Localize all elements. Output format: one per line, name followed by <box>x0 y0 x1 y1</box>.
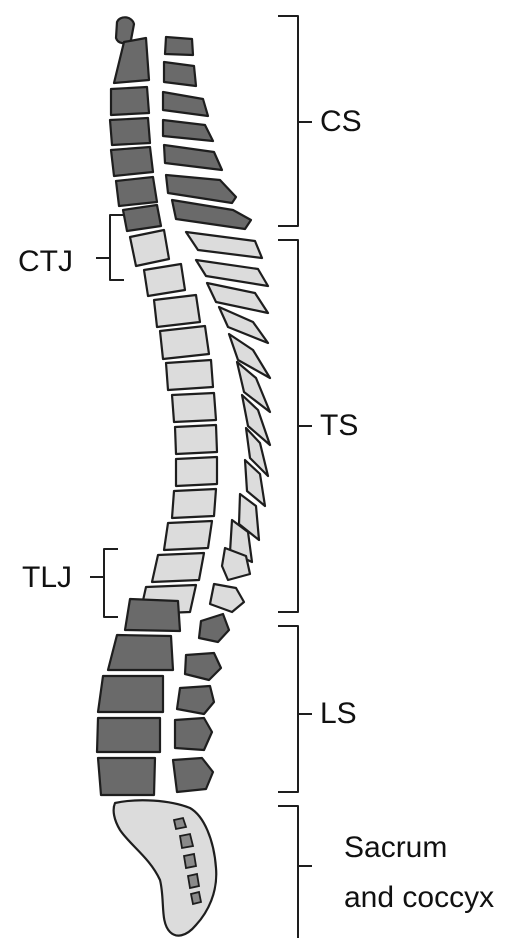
vertebra-t9 <box>172 489 216 518</box>
process-c5 <box>163 120 213 141</box>
vertebra-t6 <box>172 393 216 422</box>
sacral-foramen-4 <box>188 874 199 888</box>
sacrum <box>114 800 217 935</box>
vertebra-l5 <box>98 758 155 795</box>
vertebra-c4 <box>110 118 150 145</box>
process-l2 <box>185 653 221 680</box>
process-c6 <box>164 145 222 170</box>
vertebra-t10 <box>164 521 212 550</box>
vertebra-c3 <box>111 87 149 115</box>
bracket-ls <box>278 626 312 792</box>
bracket-cs <box>278 16 312 226</box>
label-tlj: TLJ <box>22 558 72 598</box>
vertebra-t2 <box>144 264 185 296</box>
label-sacrum: Sacrum <box>344 828 447 868</box>
bracket-ctj <box>96 215 124 280</box>
sacral-foramen-5 <box>191 892 201 904</box>
bracket-sacrum <box>278 806 312 938</box>
process-l1 <box>199 614 229 642</box>
lumbar-vertebrae <box>97 599 229 795</box>
process-t0 <box>172 200 251 229</box>
process-l3 <box>177 686 214 714</box>
vertebra-l2 <box>108 635 173 670</box>
vertebra-c1 <box>116 17 134 43</box>
sacral-foramen-1 <box>174 818 186 829</box>
process-t3 <box>207 283 268 313</box>
process-l5 <box>173 758 213 792</box>
thoracic-vertebrae <box>130 230 270 614</box>
vertebra-l3 <box>98 676 163 712</box>
label-ls: LS <box>320 694 357 734</box>
vertebra-t4 <box>160 326 209 359</box>
label-ctj: CTJ <box>18 242 73 282</box>
label-coccyx: and coccyx <box>344 878 494 918</box>
sacrum-and-coccyx <box>114 800 217 935</box>
process-t1 <box>186 232 262 258</box>
vertebra-l1 <box>125 599 180 631</box>
vertebra-c7 <box>123 205 161 231</box>
vertebra-c5 <box>111 147 153 176</box>
process-c4 <box>163 92 208 116</box>
vertebra-t5 <box>166 360 213 390</box>
process-c3 <box>164 62 196 86</box>
process-l4 <box>175 718 212 750</box>
bracket-ts <box>278 240 312 612</box>
process-t13 <box>210 584 244 612</box>
vertebra-t8 <box>176 457 217 486</box>
label-ts: TS <box>320 406 358 446</box>
vertebra-t3 <box>154 295 200 327</box>
sacral-foramen-3 <box>184 854 196 868</box>
vertebra-c6 <box>116 177 157 206</box>
label-cs: CS <box>320 102 362 142</box>
vertebra-l4 <box>97 718 160 752</box>
process-c2 <box>165 37 193 55</box>
cervical-vertebrae <box>110 17 251 231</box>
vertebra-c2 <box>114 38 149 83</box>
vertebra-t7 <box>175 425 217 454</box>
process-c7 <box>166 175 236 203</box>
vertebra-t11 <box>152 553 204 582</box>
bracket-tlj <box>90 549 118 617</box>
sacral-foramen-2 <box>180 834 193 848</box>
vertebra-t1 <box>130 230 169 266</box>
